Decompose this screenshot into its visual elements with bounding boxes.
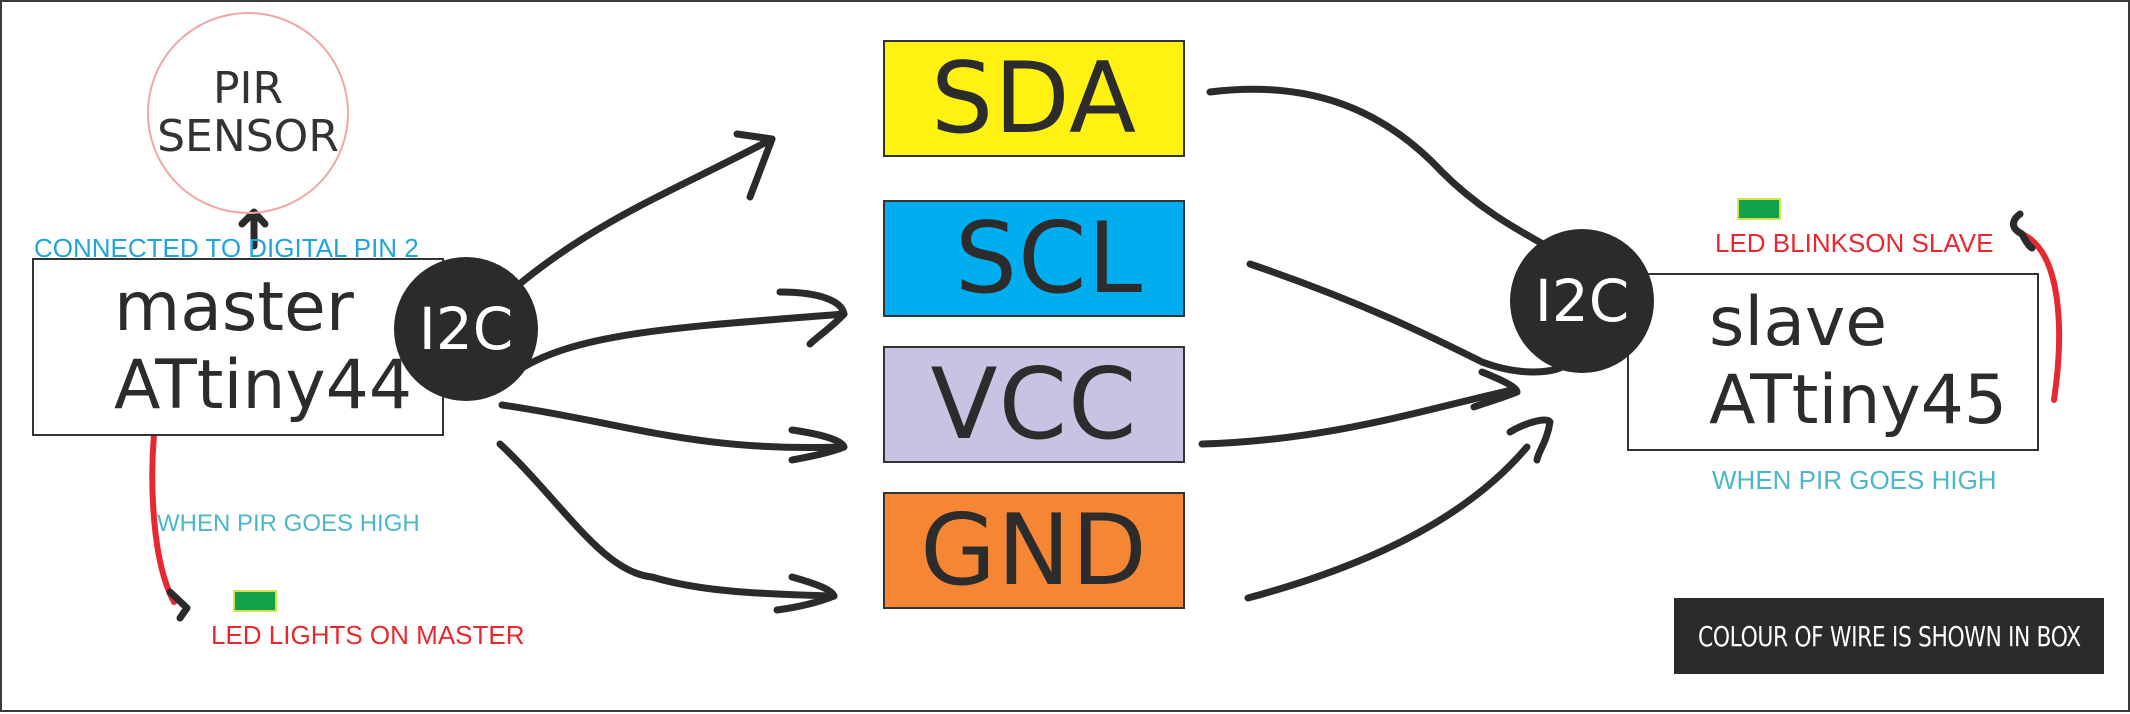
master-i2c-port: I2C — [394, 257, 538, 401]
slave-label-line2: ATtiny45 — [1709, 361, 2008, 440]
arrow-head-slave-led — [2010, 210, 2036, 252]
wire-master-to-sda — [518, 135, 776, 286]
slave-led-indicator — [1737, 198, 1781, 220]
wire-master-to-vcc — [498, 401, 846, 452]
wire-master-led — [149, 431, 177, 605]
arrow-head-gnd — [773, 573, 838, 614]
wire-slave-led — [2019, 231, 2063, 403]
slave-pir-note: WHEN PIR GOES HIGH — [1712, 465, 1997, 495]
slave-label-line1: slave — [1709, 283, 1888, 362]
master-pir-note: WHEN PIR GOES HIGH — [157, 510, 420, 537]
arrow-head-scl — [776, 288, 848, 348]
wire-vcc-to-slave — [1198, 386, 1516, 448]
sda-box: SDA — [883, 40, 1185, 157]
slave-chip: slave ATtiny45 — [1627, 273, 2039, 451]
wire-scl-to-slave — [1246, 260, 1566, 376]
master-label-line1: master — [114, 268, 354, 347]
arrow-head-vcc — [788, 426, 848, 464]
wire-master-to-scl — [518, 310, 848, 372]
arrow-head-master-led — [166, 588, 191, 622]
arrow-head-gnd-slave — [1506, 416, 1554, 464]
pir-label-line1: PIR — [212, 63, 284, 114]
master-led-note: LED LIGHTS ON MASTER — [211, 620, 525, 650]
wire-sda-to-slave — [1206, 85, 1561, 256]
slave-i2c-port: I2C — [1510, 229, 1654, 373]
pir-sensor: PIR SENSOR — [147, 12, 349, 214]
wire-colour-legend: COLOUR OF WIRE IS SHOWN IN BOX — [1674, 598, 2104, 674]
legend-text: COLOUR OF WIRE IS SHOWN IN BOX — [1697, 619, 2081, 653]
gnd-box: GND — [883, 492, 1185, 609]
slave-led-note: LED BLINKSON SLAVE — [1715, 228, 1994, 258]
wire-gnd-to-slave — [1244, 443, 1531, 602]
arrow-head-vcc-slave — [1470, 368, 1521, 411]
master-label-line2: ATtiny44 — [114, 346, 413, 425]
pir-label-line2: SENSOR — [157, 111, 339, 162]
vcc-box: VCC — [883, 346, 1185, 463]
master-led-indicator — [233, 590, 277, 612]
arrow-head-sda — [733, 130, 776, 201]
scl-box: SCL — [883, 200, 1185, 317]
master-chip: master ATtiny44 — [32, 258, 444, 436]
wire-master-to-gnd — [496, 440, 838, 600]
